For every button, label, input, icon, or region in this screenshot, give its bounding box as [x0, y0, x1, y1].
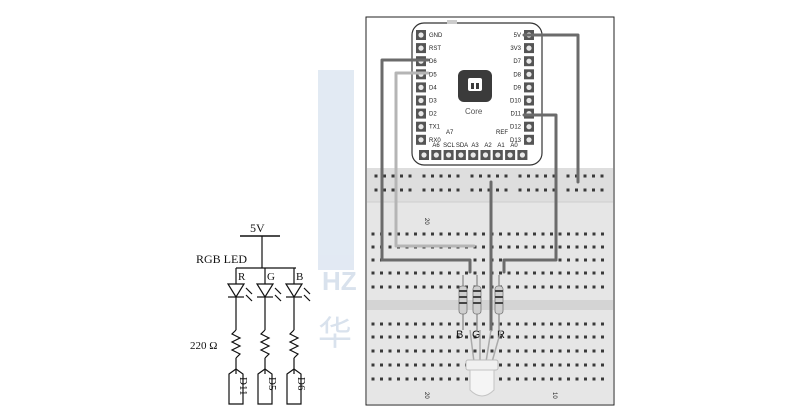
pin-label-right: D7	[513, 59, 521, 65]
column-mark-top-20: 20	[423, 218, 429, 225]
watermark: HZ 华	[318, 70, 357, 353]
pin-label-bottom: A3	[471, 143, 479, 149]
supply-label: 5V	[250, 221, 265, 235]
pin-label-d11: D11	[237, 377, 249, 396]
schematic-labels: 5V RGB LED R G B 220 Ω D11 D5 D6	[190, 221, 307, 396]
core-label-ref: REF	[496, 130, 508, 136]
pin-label-left: D4	[429, 85, 437, 91]
pin-label-bottom: SCL	[443, 143, 455, 149]
pin-label-right: 3V3	[510, 46, 521, 52]
pin-label-right: D8	[513, 72, 521, 78]
pin-label-right: D11	[510, 112, 521, 118]
resistor-value: 220 Ω	[190, 340, 217, 352]
watermark-text-cn: 华	[318, 315, 352, 353]
core-logo-chip	[468, 78, 482, 91]
led-r	[226, 283, 253, 302]
breadboard-resistors: B G R	[456, 275, 505, 341]
pin-label-bottom: SDA	[456, 143, 468, 149]
resistor-3	[288, 329, 300, 359]
watermark-bar	[318, 70, 354, 270]
resistor-r	[494, 275, 504, 330]
wire-d5	[394, 71, 476, 248]
pin-label-left: D2	[429, 112, 437, 118]
schematic	[226, 235, 311, 405]
wire-5v	[522, 33, 580, 184]
pin-tag-d6	[286, 368, 302, 405]
resistor-1	[230, 329, 242, 359]
channel-g-label: G	[267, 271, 275, 283]
pin-label-bottom: A2	[484, 143, 492, 149]
led-g	[255, 283, 282, 302]
column-mark-bottom-10: 10	[551, 392, 557, 399]
pin-label-right: 5V	[514, 33, 521, 39]
jumper-wires	[380, 33, 580, 332]
pin-label-right: D10	[510, 99, 522, 105]
resistor-2	[259, 329, 271, 359]
pin-label-left: D5	[429, 72, 437, 78]
resistor-label-b: B	[456, 329, 463, 341]
channel-b-label: B	[296, 271, 303, 283]
usb-connector	[447, 20, 457, 24]
resistor-g	[472, 275, 482, 330]
core-label-a7: A7	[446, 130, 454, 136]
channel-r-label: R	[238, 271, 246, 283]
pin-label-d5: D5	[266, 377, 278, 391]
wire-d11	[502, 113, 558, 274]
resistor-label-g: G	[472, 329, 481, 341]
column-mark-bottom-20: 20	[423, 392, 429, 399]
pin-label-right: D12	[510, 125, 522, 131]
pin-label-right: D13	[510, 138, 522, 144]
led-b	[284, 283, 311, 302]
pin-label-bottom: A0	[510, 143, 518, 149]
pin-label-bottom: A6	[432, 143, 440, 149]
pin-label-left: D3	[429, 99, 437, 105]
pin-label-bottom: A1	[497, 143, 505, 149]
pin-tag-d5	[257, 368, 273, 405]
pin-label-left: TX1	[429, 125, 441, 131]
core-board-name: Core	[465, 107, 483, 116]
pin-label-left: RX0	[429, 138, 441, 144]
pin-label-d6: D6	[295, 377, 307, 391]
pin-label-left: D6	[429, 59, 437, 65]
resistor-b	[458, 275, 468, 330]
pin-label-left: GND	[429, 33, 443, 39]
rgb-led	[465, 329, 502, 397]
component-label: RGB LED	[196, 252, 247, 266]
pin-label-right: D9	[513, 85, 521, 91]
watermark-text-hz: HZ	[322, 266, 357, 296]
resistor-label-r: R	[497, 329, 505, 341]
pin-tag-d11	[228, 368, 244, 405]
pin-label-left: RST	[429, 46, 441, 52]
wire-d6	[380, 58, 472, 274]
